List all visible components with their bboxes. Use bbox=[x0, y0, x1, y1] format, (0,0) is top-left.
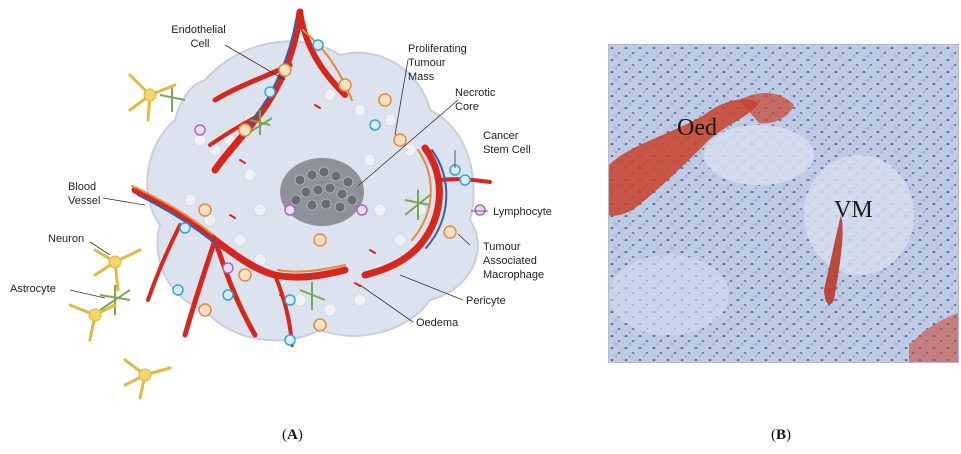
necrotic-core bbox=[280, 158, 364, 226]
caption-a: (A) bbox=[282, 427, 303, 443]
label-cancer-stem-cell: Cancer Stem Cell bbox=[483, 130, 531, 156]
caption-a-letter: A bbox=[287, 427, 298, 443]
macrophages bbox=[198, 63, 457, 332]
label-pericyte: Pericyte bbox=[466, 295, 506, 307]
label-oed: Oed bbox=[677, 115, 717, 141]
oedema-region bbox=[609, 99, 759, 216]
blood-vessels bbox=[131, 8, 492, 347]
astrocytes bbox=[99, 85, 431, 315]
leader-lines bbox=[69, 44, 488, 323]
tumour-microenvironment-diagram: Endothelial Cell Proliferating Tumour Ma… bbox=[10, 8, 552, 400]
oedema-spots bbox=[229, 104, 376, 299]
label-necrotic-core: Necrotic Core bbox=[455, 87, 498, 113]
label-oedema: Oedema bbox=[416, 317, 459, 329]
label-tumour-associated-macrophage: Tumour Associated Macrophage bbox=[483, 241, 544, 281]
label-endothelial-cell: Endothelial Cell bbox=[171, 24, 229, 50]
caption-b: (B) bbox=[771, 427, 792, 443]
neuron-bodies bbox=[88, 88, 157, 382]
histology-micrograph: Oed VM bbox=[608, 44, 959, 363]
label-astrocyte: Astrocyte bbox=[10, 283, 56, 295]
label-blood-vessel: Blood Vessel bbox=[68, 181, 100, 207]
histology-image: Oed VM bbox=[609, 45, 958, 362]
lymphocytes bbox=[194, 124, 486, 274]
stem-cells bbox=[172, 39, 471, 346]
caption-b-letter: B bbox=[776, 427, 787, 443]
label-vm: VM bbox=[834, 197, 873, 223]
label-neuron: Neuron bbox=[48, 233, 84, 245]
label-lymphocyte: Lymphocyte bbox=[493, 206, 552, 218]
label-proliferating-tumour-mass: Proliferating Tumour Mass bbox=[408, 43, 470, 83]
